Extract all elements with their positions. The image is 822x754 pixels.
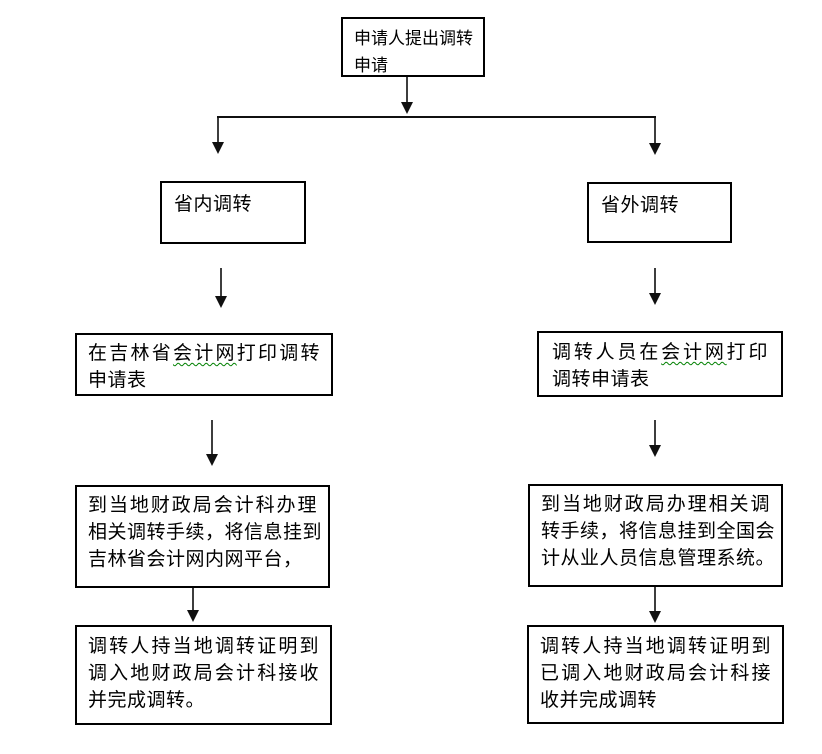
box-text-line: 申请 [354,56,388,75]
box-text-line: 调转人持当地调转证明到 [540,636,771,657]
arrow-right-step3-head-icon [649,445,661,457]
box-text-line: 已调入地财政局会计科接 [540,663,771,684]
arrow-branch-left-stem [217,118,219,142]
box-text-line: 相关调转手续，将信息挂到 [88,522,323,543]
arrow-right-step4-stem [654,587,656,611]
flow-box-in-province-transfer: 省内调转 [160,181,306,244]
arrow-right-step2-stem [654,268,656,293]
flow-box-print-form-right: 调转人员在会计网打印 调转申请表 [537,331,783,397]
arrow-left-step3-head-icon [206,454,218,466]
text-segment: 打印 [726,342,768,363]
box-text-line: 收并完成调转 [540,690,658,711]
flow-box-print-form-left: 在吉林省会计网打印调转 申请表 [75,333,333,396]
box-text-line: 到当地财政局办理相关调 [541,494,770,515]
box-text-line: 调入地财政局会计科接收 [88,663,319,684]
text-segment: 在吉林省 [88,343,173,364]
spellcheck-underlined-text: 会计网 [661,342,727,363]
arrow-top-to-branch-stem [406,77,408,102]
box-text-line: 在吉林省会计网打印调转 [88,340,320,367]
box-text-line: 计从业人员信息管理系统。 [541,548,776,569]
arrow-branch-left-head-icon [212,142,224,154]
arrow-left-step2-stem [220,268,222,296]
box-text-line: 吉林省会计网内网平台， [88,549,303,570]
arrow-right-step2-head-icon [649,293,661,305]
arrow-right-step4-head-icon [649,611,661,623]
text-segment: 打印调转 [236,343,320,364]
arrow-left-step3-stem [211,420,213,454]
box-text-line: 省内调转 [174,194,253,215]
arrow-branch-right-head-icon [649,143,661,155]
arrow-top-to-branch-head-icon [401,102,413,114]
box-text-line: 申请表 [88,370,147,391]
box-text-line: 调转人持当地调转证明到 [88,636,319,657]
box-text-line: 申请人提出调转 [354,29,473,48]
flow-box-local-bureau-right: 到当地财政局办理相关调 转手续，将信息挂到全国会 计从业人员信息管理系统。 [528,484,783,587]
arrow-left-step4-stem [192,588,194,610]
box-text-line: 并完成调转。 [88,690,206,711]
flow-box-complete-transfer-right: 调转人持当地调转证明到 已调入地财政局会计科接 收并完成调转 [527,625,784,724]
box-text-line: 调转申请表 [552,369,650,390]
arrow-left-step2-head-icon [215,296,227,308]
arrow-left-step4-head-icon [187,610,199,622]
box-text-line: 到当地财政局会计科办理 [88,495,317,516]
flow-box-application-request: 申请人提出调转 申请 [341,17,485,77]
text-segment: 调转人员在 [552,342,662,363]
box-text-line: 省外调转 [601,195,680,216]
flow-box-local-bureau-left: 到当地财政局会计科办理 相关调转手续，将信息挂到 吉林省会计网内网平台， [75,485,330,588]
arrow-branch-right-stem [654,118,656,143]
branch-connector-line [217,116,656,118]
box-text-line: 调转人员在会计网打印 [552,339,768,366]
box-text-line: 转手续，将信息挂到全国会 [541,521,776,542]
flow-box-out-of-province-transfer: 省外调转 [587,182,732,243]
arrow-right-step3-stem [654,420,656,445]
flow-box-complete-transfer-left: 调转人持当地调转证明到 调入地财政局会计科接收 并完成调转。 [75,625,332,725]
spellcheck-underlined-text: 会计网 [172,343,237,364]
